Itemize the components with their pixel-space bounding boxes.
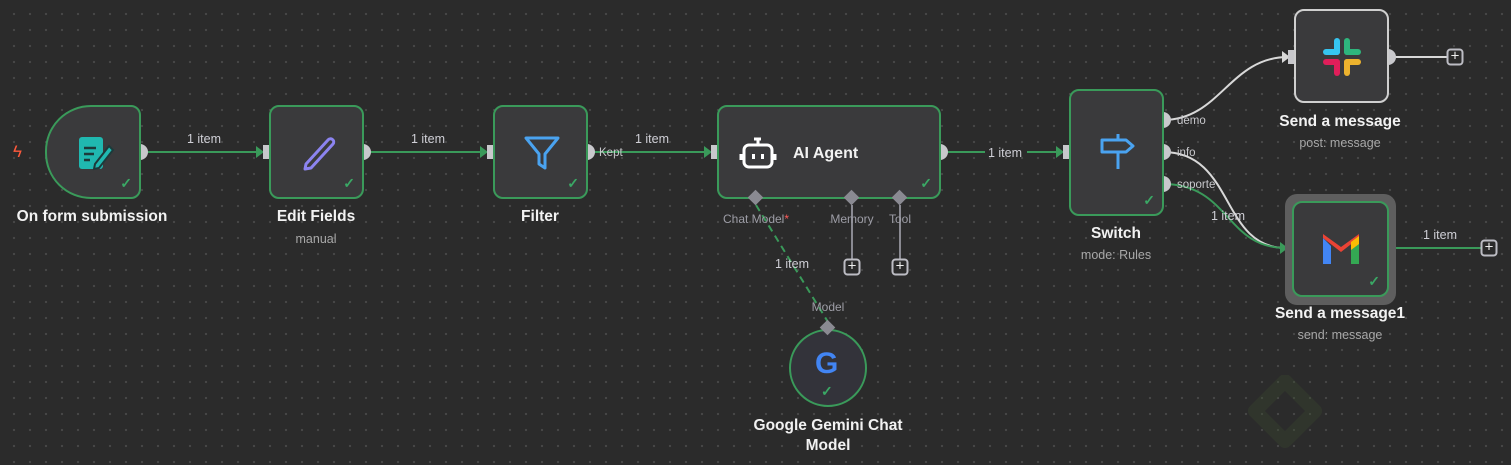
robot-icon (739, 137, 777, 169)
watermark-logo (1248, 375, 1322, 448)
node-on-form-submission[interactable]: ✓ (45, 105, 141, 199)
node-filter[interactable]: ✓ (493, 105, 588, 199)
node-send-slack-message[interactable] (1294, 9, 1389, 103)
node-title: Send a message1 (1274, 305, 1406, 322)
node-switch[interactable]: ✓ (1069, 89, 1164, 216)
success-check-icon: ✓ (1368, 273, 1380, 289)
success-check-icon: ✓ (1143, 192, 1155, 208)
node-subtitle: mode: Rules (1080, 248, 1152, 262)
node-edit-fields[interactable]: ✓ (269, 105, 364, 199)
node-title: Switch (1091, 225, 1141, 242)
edge-label: 1 item (987, 146, 1023, 160)
edge-info-gmail (1162, 151, 1287, 249)
success-check-icon: ✓ (567, 175, 579, 191)
output-label-kept: Kept (599, 147, 623, 159)
chat-model-text: Chat Model (722, 212, 785, 226)
node-title: Edit Fields (276, 208, 356, 225)
title-line-2: Model (805, 437, 851, 454)
success-check-icon: ✓ (920, 175, 932, 191)
form-icon (79, 137, 115, 171)
edge-label: 1 item (1210, 209, 1246, 223)
node-subtitle: manual (295, 232, 337, 246)
node-subtitle: post: message (1299, 136, 1381, 150)
success-check-icon: ✓ (821, 383, 833, 399)
chat-model-label: Chat Model* (723, 212, 789, 226)
output-label-soporte: soporte (1177, 179, 1216, 191)
required-marker: * (784, 212, 790, 226)
model-port-label: Model (811, 300, 845, 314)
node-title: On form submission (16, 208, 168, 225)
edge-label: 1 item (410, 132, 446, 146)
node-ai-agent[interactable]: AI Agent ✓ (717, 105, 941, 199)
edge-label: 1 item (186, 132, 222, 146)
add-tool-button[interactable]: + (891, 258, 909, 276)
node-title: AI Agent (793, 145, 859, 162)
node-title: Send a message (1279, 113, 1401, 130)
edge-label: 1 item (634, 132, 670, 146)
edge-soporte-gmail (1162, 183, 1287, 249)
signpost-icon (1100, 134, 1135, 169)
node-title: Filter (521, 208, 559, 225)
memory-label: Memory (830, 212, 874, 226)
node-google-gemini[interactable]: G ✓ (789, 329, 867, 407)
edge-model (755, 204, 829, 323)
success-check-icon: ✓ (343, 175, 355, 191)
add-node-after-slack-button[interactable]: + (1446, 48, 1464, 66)
google-icon: G (815, 347, 839, 380)
edge-label: 1 item (1422, 228, 1458, 242)
add-memory-button[interactable]: + (843, 258, 861, 276)
edge-label: 1 item (774, 257, 810, 271)
slack-icon (1323, 38, 1361, 76)
output-label-demo: demo (1177, 115, 1206, 127)
success-check-icon: ✓ (120, 175, 132, 191)
edge-demo-slack (1162, 56, 1289, 121)
title-line-1: Google Gemini Chat (753, 417, 903, 434)
output-label-info: info (1177, 147, 1196, 159)
node-send-gmail-message[interactable]: ✓ (1292, 201, 1389, 297)
add-node-after-gmail-button[interactable]: + (1480, 239, 1498, 257)
filter-icon (524, 136, 560, 170)
tool-label: Tool (888, 212, 912, 226)
trigger-bolt-icon: ϟ (13, 142, 22, 161)
node-subtitle: send: message (1297, 328, 1383, 342)
pencil-icon (303, 137, 336, 171)
gmail-icon (1323, 234, 1359, 264)
edge-memory (851, 205, 901, 259)
